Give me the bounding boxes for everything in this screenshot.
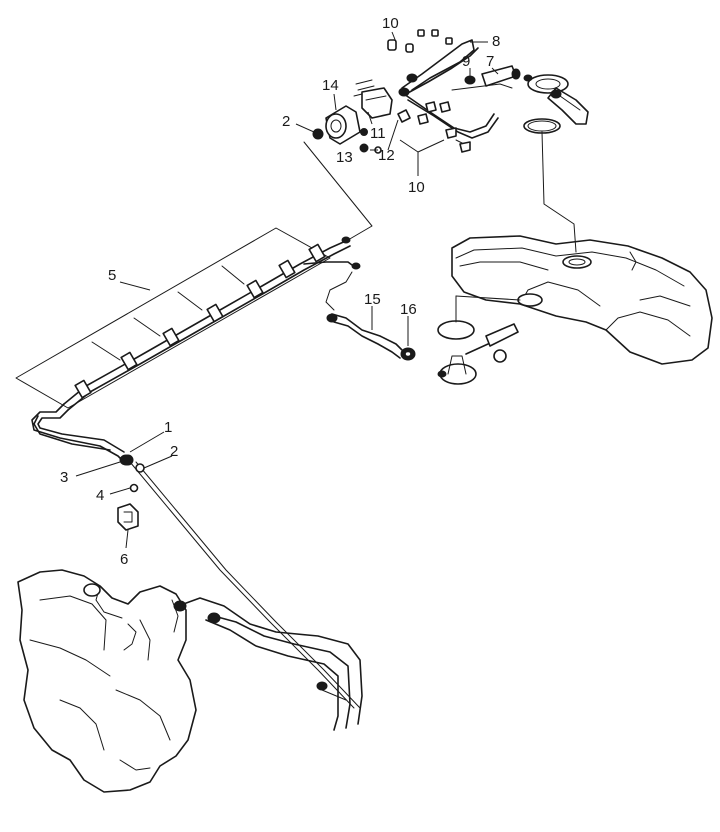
bolt-13 <box>359 143 369 153</box>
clamp-6 <box>117 503 139 531</box>
fuel-line-assembly <box>15 227 361 466</box>
callout-8: 8 <box>492 33 500 50</box>
callout-13: 13 <box>336 149 353 166</box>
callout-9: 9 <box>462 53 470 70</box>
filter-bracket-11 <box>353 79 393 119</box>
callout-11: 11 <box>370 125 386 142</box>
callout-2-lower: 2 <box>170 443 178 460</box>
washer-4 <box>129 483 139 493</box>
washer-2-lower <box>135 463 145 473</box>
check-valve-9-7 <box>451 65 521 91</box>
fuel-hose-15 <box>325 271 405 359</box>
leader-lines <box>75 31 499 549</box>
fuel-pump-upper <box>523 74 589 125</box>
gasket-ring-inner <box>527 120 557 132</box>
callout-5: 5 <box>108 267 116 284</box>
hose-clamp-16 <box>400 347 416 361</box>
callout-3: 3 <box>60 469 68 486</box>
callout-7: 7 <box>486 53 494 70</box>
clips-12 <box>397 101 471 153</box>
callout-12: 12 <box>378 147 395 164</box>
callout-1: 1 <box>164 419 172 436</box>
callout-labels: 10 8 9 7 14 2 11 13 12 10 5 15 16 1 2 3 … <box>60 15 500 568</box>
fuel-pipe-8 <box>398 39 479 97</box>
callout-10-top: 10 <box>382 15 399 32</box>
washer-2-upper <box>312 128 324 140</box>
callout-16: 16 <box>400 301 417 318</box>
fuel-filter-14 <box>325 105 361 145</box>
callout-15: 15 <box>364 291 381 308</box>
engine-block <box>17 569 197 793</box>
callout-6: 6 <box>120 551 128 568</box>
fuel-pipe-10 <box>403 93 499 147</box>
engine-fuel-lines <box>129 461 363 731</box>
bolt-11 <box>360 128 368 136</box>
callout-4: 4 <box>96 487 104 504</box>
callout-2-upper: 2 <box>282 113 290 130</box>
callout-14: 14 <box>322 77 339 94</box>
fuel-tank <box>451 235 713 365</box>
pump-to-tank-guide <box>541 131 577 253</box>
fuel-sender-unit-lower <box>437 295 521 385</box>
connection-guide-line <box>303 141 373 241</box>
union-fitting <box>122 454 134 466</box>
callout-10-bottom: 10 <box>408 179 425 196</box>
clips-10-top <box>387 29 453 53</box>
